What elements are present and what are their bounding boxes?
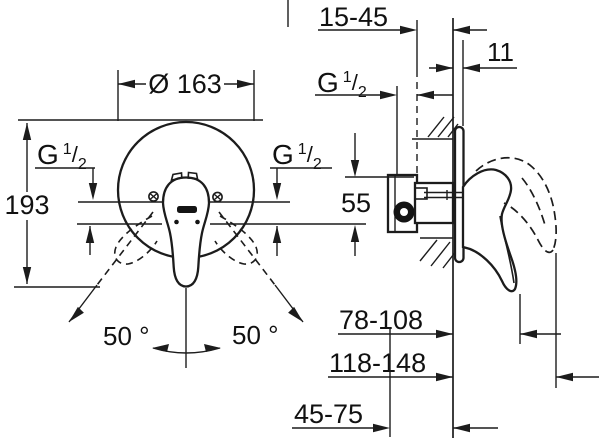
concealed-valve-body — [386, 173, 455, 234]
angle-left-label: 50 ° — [103, 321, 150, 351]
plate-thickness-label: 11 — [487, 37, 514, 67]
handle-swing-indication: 50 ° 50 ° — [68, 211, 304, 368]
dimension-plate-thickness: 11 — [429, 37, 517, 126]
dimension-diameter: Ø 163 — [117, 69, 255, 121]
housing-depth-label: 45-75 — [294, 399, 363, 429]
indicator-dot-left — [174, 219, 179, 225]
ghost-handle-right — [214, 215, 259, 265]
dimension-projection-closed: 78-108 — [338, 294, 561, 344]
wall-hatch-lower — [419, 239, 458, 269]
lever-handle-side-open — [475, 156, 557, 254]
lever-handle-side — [461, 168, 518, 293]
projection-closed-label: 78-108 — [339, 305, 423, 335]
dimension-housing-depth: 45-75 — [292, 327, 498, 437]
body-height-label: 55 — [341, 188, 371, 218]
mounting-screw-left — [148, 191, 159, 202]
angle-right-label: 50 ° — [232, 320, 279, 350]
housing-step — [414, 187, 428, 200]
connection-reference-lines — [77, 201, 366, 225]
install-depth-label: 15-45 — [319, 2, 388, 32]
mounting-screw-right — [212, 191, 223, 203]
height-label: 193 — [4, 190, 49, 220]
wall-hatch-upper — [427, 116, 459, 138]
dimension-height: 193 — [1, 119, 263, 288]
cartridge-stem — [424, 190, 462, 200]
wall-section — [412, 18, 459, 438]
lever-handle-front — [148, 171, 223, 288]
cartridge-housing — [413, 181, 455, 225]
dimension-install-depth: 15-45 — [318, 2, 487, 174]
logo-plate — [177, 206, 197, 213]
dimension-body-height: 55 — [341, 133, 414, 256]
cartridge-tab-right — [187, 171, 199, 180]
diameter-label: Ø 163 — [148, 69, 222, 99]
indicator-dot-right — [195, 219, 200, 225]
handle-grip-edge — [499, 215, 515, 284]
projection-open-label: 118-148 — [329, 348, 426, 378]
cartridge-tab-left — [170, 172, 183, 182]
ghost-handle-left — [113, 215, 158, 265]
